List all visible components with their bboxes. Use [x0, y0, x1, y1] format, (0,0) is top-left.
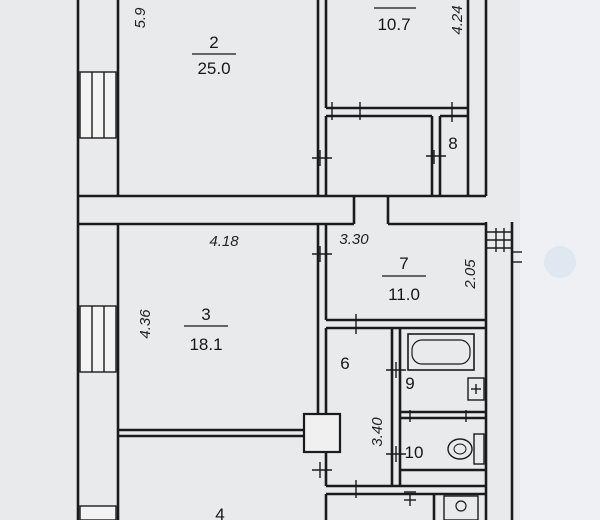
ventilation-shaft	[302, 412, 342, 454]
bathtub-icon	[407, 333, 475, 371]
svg-text:6: 6	[340, 354, 349, 373]
svg-text:11.0: 11.0	[388, 285, 420, 304]
dimension-2-05: 2.05	[462, 259, 479, 290]
dimension-3-30: 3.30	[339, 231, 369, 248]
window-right	[486, 228, 522, 263]
room-7-label: 7 11.0	[382, 254, 426, 304]
toilet-icon	[447, 433, 485, 465]
window-left-top	[79, 71, 117, 139]
middle-rooms-walls	[118, 196, 486, 520]
svg-text:10.7: 10.7	[377, 15, 410, 34]
door-ticks-middle	[312, 246, 467, 498]
room-10-label: 10	[405, 443, 424, 462]
room-6-label: 6	[340, 354, 349, 373]
room-top-right-label: 10.7	[374, 7, 416, 34]
sink-icon	[467, 377, 485, 401]
glare-spot	[544, 246, 576, 278]
room-4-label: 4	[215, 505, 224, 520]
washbasin-icon	[404, 494, 479, 520]
dimension-3-40: 3.40	[369, 417, 386, 447]
room-2-label: 2 25.0	[192, 33, 236, 78]
svg-text:4: 4	[215, 505, 224, 520]
svg-text:3: 3	[201, 305, 210, 324]
svg-text:8: 8	[448, 134, 457, 153]
svg-text:2: 2	[209, 33, 218, 52]
svg-text:9: 9	[405, 374, 414, 393]
door-ticks-upper	[312, 102, 453, 166]
svg-text:18.1: 18.1	[189, 335, 222, 354]
dimension-4-24: 4.24	[449, 5, 466, 34]
window-left-middle	[79, 305, 117, 373]
dimension-4-36: 4.36	[137, 309, 154, 339]
dimension-4-18: 4.18	[209, 233, 239, 250]
room-8-label: 8	[448, 134, 457, 153]
svg-text:25.0: 25.0	[197, 59, 230, 78]
svg-text:10: 10	[405, 443, 424, 462]
window-left-bottom	[79, 505, 117, 520]
room-9-label: 9	[405, 374, 414, 393]
svg-text:7: 7	[399, 254, 408, 273]
dimension-5-9: 5.9	[132, 7, 149, 29]
room-3-label: 3 18.1	[184, 305, 228, 354]
